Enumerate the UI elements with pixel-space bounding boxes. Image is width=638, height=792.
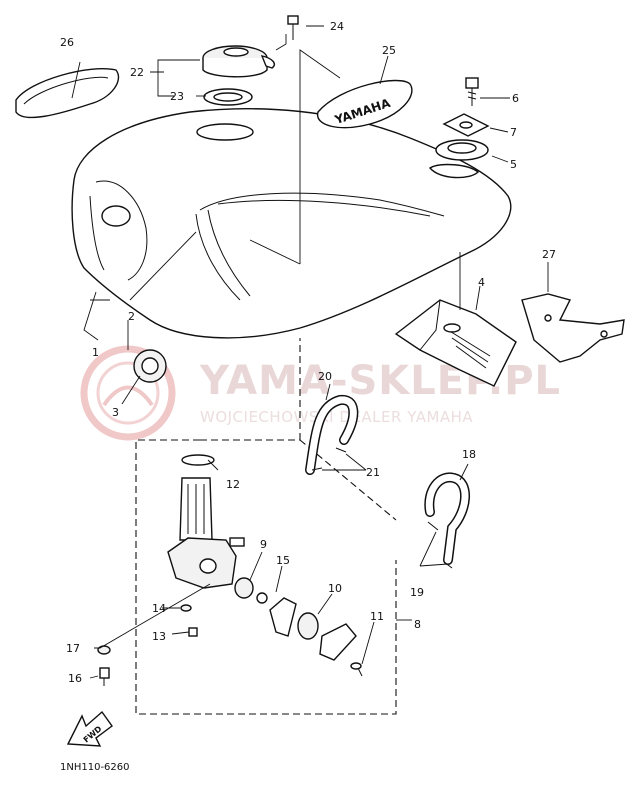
- callout-5: 5: [510, 158, 517, 171]
- callout-6: 6: [512, 92, 519, 105]
- callout-12: 12: [226, 478, 240, 491]
- callout-1: 1: [92, 346, 99, 359]
- bracket-27: [521, 293, 625, 363]
- diagram-code: 1NH110-6260: [60, 762, 130, 773]
- callout-26: 26: [60, 36, 74, 49]
- callout-10: 10: [328, 582, 342, 595]
- callouts: 1 2 3 4 5 6 7 8 9 10 11 12 13 14 15 16 1…: [60, 20, 556, 685]
- callout-2: 2: [128, 310, 135, 323]
- clip-19: [427, 521, 453, 569]
- filler-cap: [202, 45, 276, 106]
- washer-7: [442, 113, 490, 137]
- callout-13: 13: [152, 630, 166, 643]
- callout-25: 25: [382, 44, 396, 57]
- fuel-cock-box: [135, 338, 397, 715]
- callout-17: 17: [66, 642, 80, 655]
- callout-7: 7: [510, 126, 517, 139]
- callout-21: 21: [366, 466, 380, 479]
- callout-20: 20: [318, 370, 332, 383]
- callout-23: 23: [170, 90, 184, 103]
- cover-plate: [319, 623, 357, 661]
- bolt-13: [188, 627, 198, 637]
- fuel-cock: [167, 454, 245, 589]
- washer-17: [97, 645, 111, 655]
- clip-21: [311, 447, 347, 471]
- callout-19: 19: [410, 586, 424, 599]
- callout-27: 27: [542, 248, 556, 261]
- callout-24: 24: [330, 20, 344, 33]
- damper-5: [435, 139, 489, 161]
- gasket-10: [297, 612, 319, 640]
- fuel-tank: [71, 108, 512, 339]
- emblem-25: YAMAHA: [317, 79, 413, 129]
- washer-14: [180, 604, 192, 612]
- fwd-arrow: FWD: [66, 710, 113, 747]
- callout-22: 22: [130, 66, 144, 79]
- oring-9: [234, 577, 254, 599]
- callout-3: 3: [112, 406, 119, 419]
- cover-4: [394, 299, 517, 387]
- bolt-16: [99, 667, 110, 686]
- callout-15: 15: [276, 554, 290, 567]
- callout-18: 18: [462, 448, 476, 461]
- plug-3: [133, 349, 167, 383]
- hose-20: [305, 394, 359, 475]
- leader-lines: [71, 25, 549, 679]
- hose-18: [424, 472, 471, 565]
- callout-16: 16: [68, 672, 82, 685]
- bolt-6: [465, 77, 479, 106]
- emblem-26: [15, 68, 120, 119]
- callout-8: 8: [414, 618, 421, 631]
- lever-15: [256, 592, 297, 637]
- watermark-subtitle: WOJCIECHOWSKI DEALER YAMAHA: [200, 408, 473, 426]
- watermark-title: YAMA-SKLEP.PL: [199, 358, 561, 404]
- callout-11: 11: [370, 610, 384, 623]
- screw-11: [350, 662, 363, 677]
- callout-4: 4: [478, 276, 485, 289]
- callout-9: 9: [260, 538, 267, 551]
- callout-14: 14: [152, 602, 166, 615]
- bolt-24: [287, 15, 299, 40]
